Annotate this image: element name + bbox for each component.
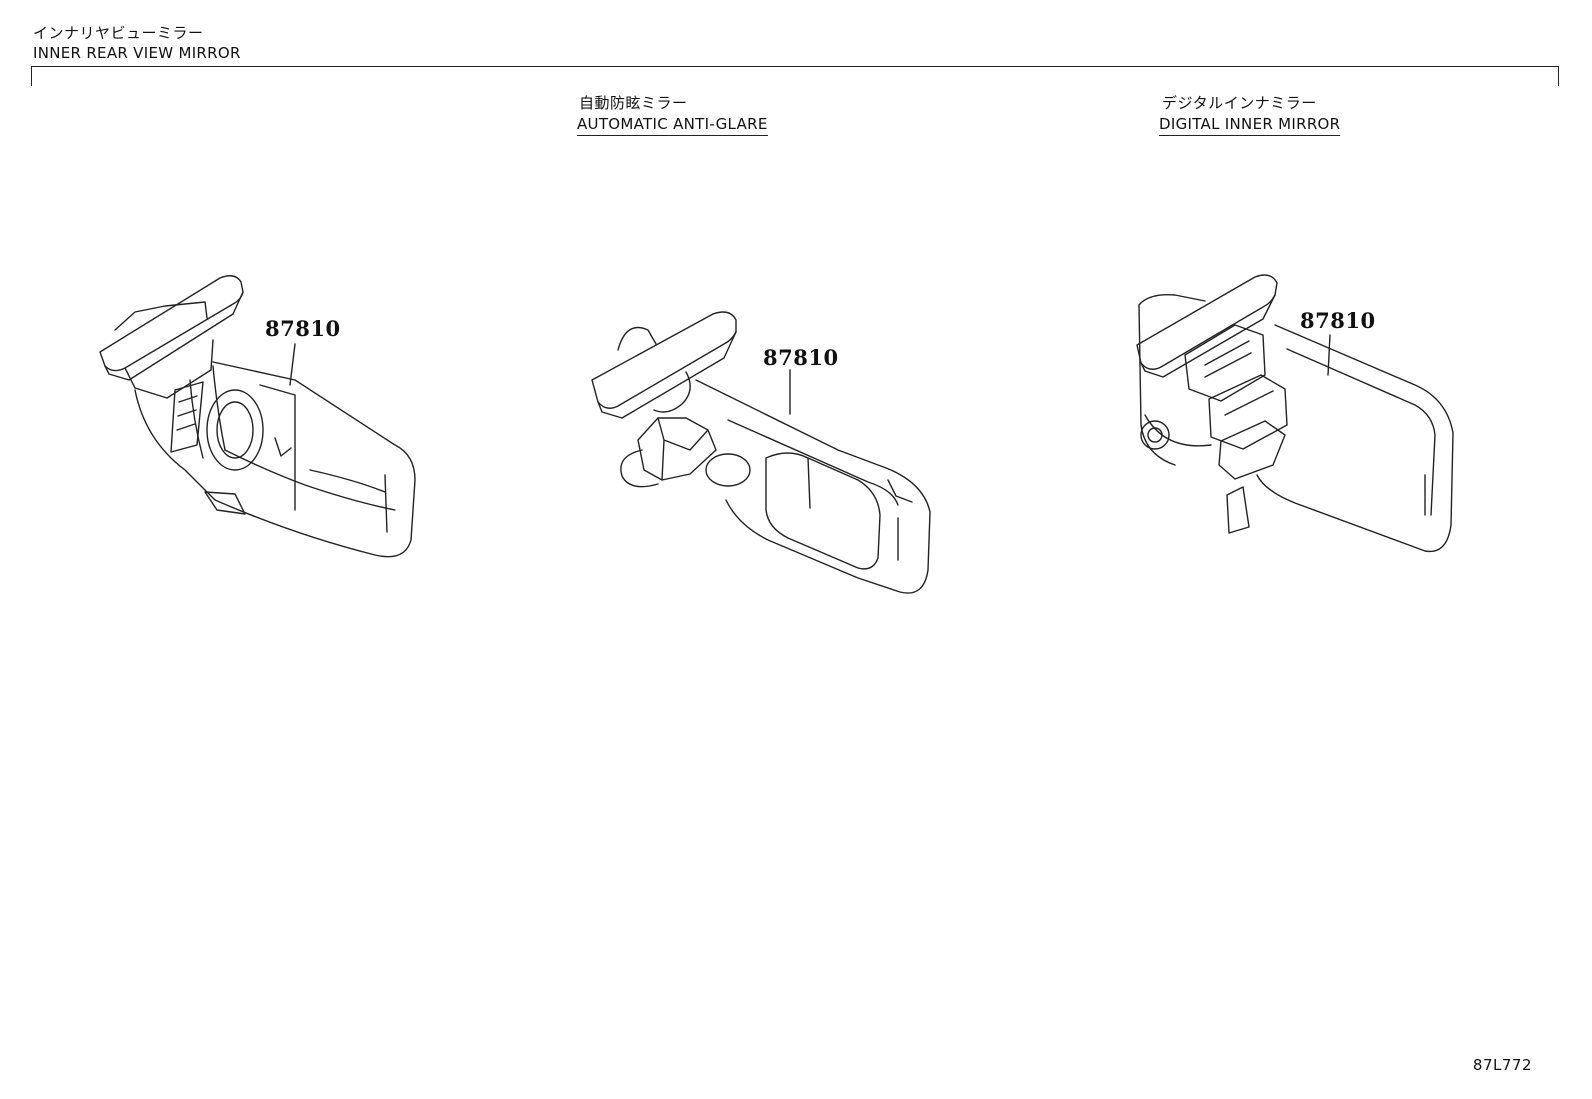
section-auto-antiglare-title-jp: 自動防眩ミラー (579, 94, 688, 112)
section-auto-antiglare-title-en: AUTOMATIC ANTI-GLARE (577, 115, 768, 136)
section-digital-mirror-title-en: DIGITAL INNER MIRROR (1159, 115, 1341, 136)
header-title-en: INNER REAR VIEW MIRROR (33, 44, 241, 62)
header-title-jp: インナリヤビューミラー (33, 24, 204, 42)
mirror-illustration-standard (99, 275, 416, 558)
part-number-label-standard[interactable]: 87810 (265, 316, 341, 341)
diagram-id: 87L772 (1472, 1056, 1532, 1074)
mirror-illustration-digital (1136, 274, 1454, 553)
section-digital-mirror-title-jp: デジタルインナミラー (1162, 94, 1317, 112)
mirror-illustration-auto-antiglare (591, 311, 931, 594)
header-bracket-line (31, 66, 1559, 86)
part-number-label-digital[interactable]: 87810 (1300, 308, 1376, 333)
part-number-label-auto-antiglare[interactable]: 87810 (763, 345, 839, 370)
